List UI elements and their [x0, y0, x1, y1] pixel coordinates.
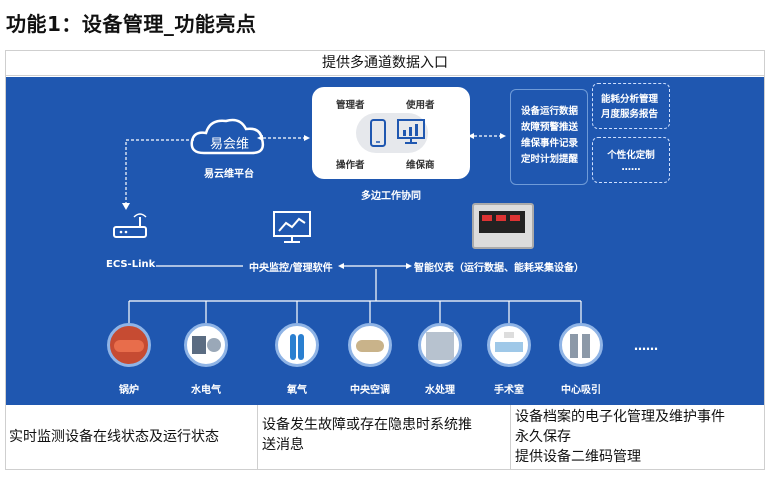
- feature-text: 永久保存: [515, 429, 571, 445]
- role-operator: 操作者: [336, 160, 365, 171]
- meter-device-icon: [472, 203, 534, 249]
- suction-system-icon: [559, 323, 603, 367]
- water-treatment-icon: [418, 323, 462, 367]
- monitor-chart-icon: [397, 119, 425, 144]
- device-label: 水处理: [425, 385, 455, 396]
- feature-cell: 设备发生故障或存在隐患时系统推 送消息: [258, 405, 511, 470]
- device-label: 手术室: [494, 385, 524, 396]
- ecs-label: ECS-Link: [106, 259, 156, 270]
- feature-cell: 实时监测设备在线状态及运行状态: [5, 405, 258, 470]
- phone-icon: [370, 119, 386, 147]
- role-manager: 管理者: [336, 100, 365, 111]
- feature-text: 提供设备二维码管理: [515, 449, 641, 465]
- cloud-icon: [190, 118, 265, 155]
- roles-card: 管理者 使用者 操作者 维保商: [312, 87, 470, 179]
- meter-label: 智能仪表（运行数据、能耗采集设备）: [414, 263, 584, 274]
- device-label: 水电气: [191, 385, 221, 396]
- feature-item: 故障预警推送: [521, 122, 579, 133]
- content-frame: [5, 50, 765, 470]
- feature-text: 实时监测设备在线状态及运行状态: [9, 429, 219, 445]
- feature-cell: 设备档案的电子化管理及维护事件 永久保存 提供设备二维码管理: [511, 405, 765, 470]
- custom-dots: ……: [621, 162, 641, 173]
- platform-label: 易云维平台: [204, 169, 254, 180]
- device-label: 中央空调: [350, 385, 390, 396]
- connector-lines: [122, 133, 582, 323]
- feature-item: 定时计划提醒: [521, 154, 579, 165]
- collab-label: 多边工作协同: [361, 191, 421, 202]
- devices-more: ……: [634, 339, 658, 353]
- custom-box: 个性化定制 ……: [592, 137, 670, 183]
- banner-heading: 提供多通道数据入口: [5, 50, 765, 76]
- report-box: 能耗分析管理 月度服务报告: [592, 83, 670, 129]
- feature-text: 设备档案的电子化管理及维护事件: [515, 409, 725, 425]
- boiler-icon: [107, 323, 151, 367]
- custom-label: 个性化定制: [607, 150, 655, 161]
- features-box: 设备运行数据 故障预警推送 维保事件记录 定时计划提醒: [510, 89, 588, 185]
- feature-item: 设备运行数据: [521, 106, 579, 117]
- device-label: 中心吸引: [561, 385, 601, 396]
- operating-room-icon: [487, 323, 531, 367]
- hvac-chiller-icon: [348, 323, 392, 367]
- cloud-logo-text: 易会维: [210, 137, 250, 152]
- feature-table: 实时监测设备在线状态及运行状态 设备发生故障或存在隐患时系统推 送消息 设备档案…: [5, 405, 765, 470]
- report-item: 月度服务报告: [601, 109, 659, 120]
- oxygen-tank-icon: [275, 323, 319, 367]
- device-label: 氧气: [287, 385, 307, 396]
- report-item: 能耗分析管理: [601, 94, 659, 105]
- electric-meter-icon: [184, 323, 228, 367]
- router-icon: [113, 213, 147, 238]
- device-label: 锅炉: [119, 385, 139, 396]
- architecture-diagram: 易会维 易云维平台 管理者 使用者 操作者 维保商 多边工作协同 设备运行数据 …: [6, 77, 764, 405]
- feature-text: 设备发生故障或存在隐患时系统推: [262, 417, 472, 433]
- page-title: 功能1：设备管理_功能亮点: [6, 12, 257, 36]
- feature-item: 维保事件记录: [521, 138, 579, 149]
- monitor-label: 中央监控/管理软件: [249, 263, 333, 274]
- role-user: 使用者: [406, 100, 435, 111]
- feature-text: 送消息: [262, 437, 304, 453]
- role-maintainer: 维保商: [406, 160, 435, 171]
- monitor-icon: [273, 211, 311, 243]
